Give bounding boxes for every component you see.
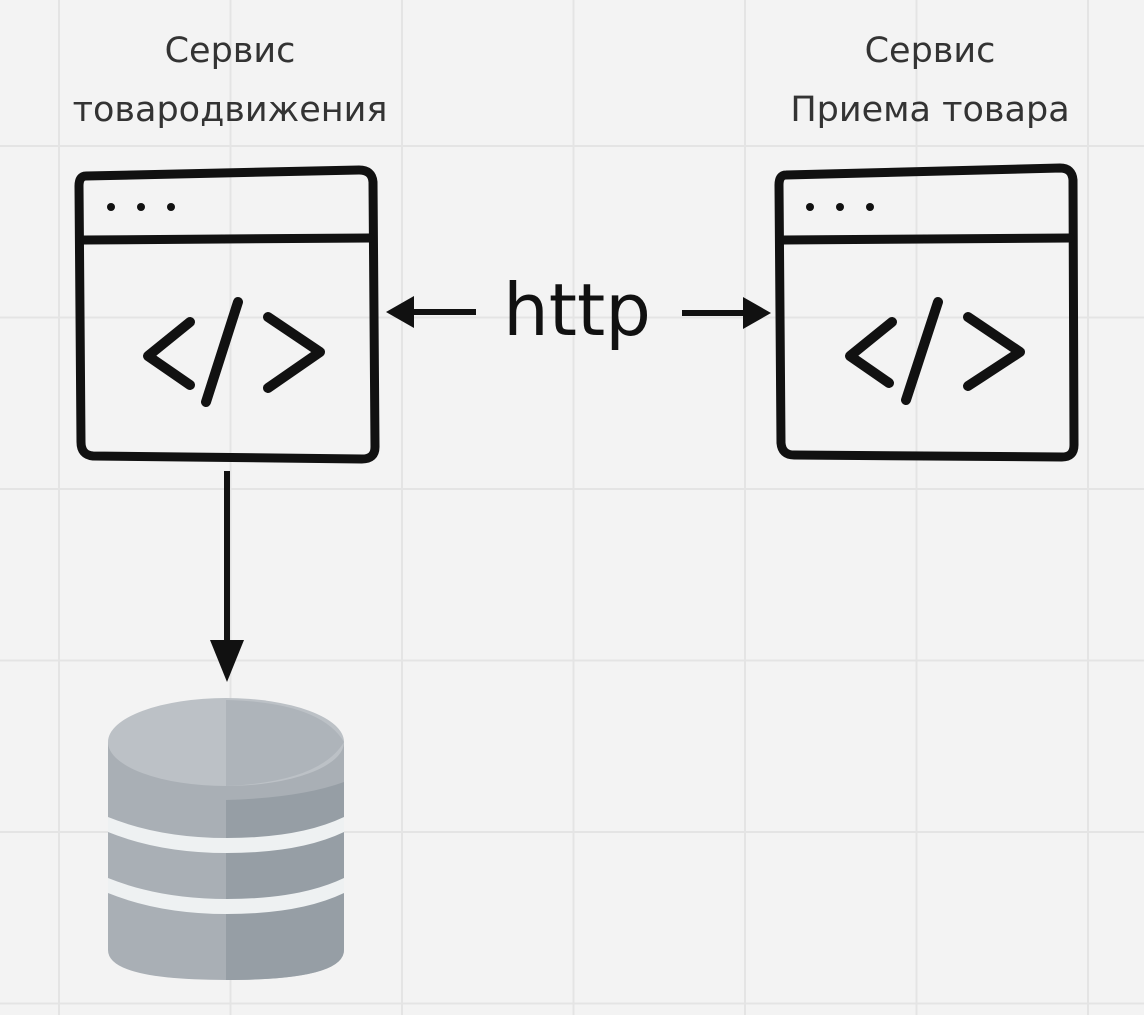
service-right-label: Сервис Приема товара: [740, 22, 1120, 140]
service-right-label-line2: Приема товара: [790, 90, 1070, 130]
code-window-icon: [774, 163, 1079, 462]
service-right-node: [774, 163, 1079, 462]
database-icon: [108, 698, 344, 980]
service-left-label-line2: товародвижения: [72, 90, 388, 130]
service-left-label-line1: Сервис: [164, 31, 296, 71]
http-edge-right-arrow: [682, 297, 771, 329]
db-edge-arrow: [210, 471, 244, 682]
service-left-node: [74, 165, 380, 464]
http-edge: [386, 296, 771, 329]
http-edge-label: http: [503, 268, 651, 352]
code-window-icon: [74, 165, 380, 464]
service-left-label: Сервис товародвижения: [40, 22, 420, 140]
http-edge-left-arrow: [386, 296, 476, 328]
service-right-label-line1: Сервис: [864, 31, 996, 71]
